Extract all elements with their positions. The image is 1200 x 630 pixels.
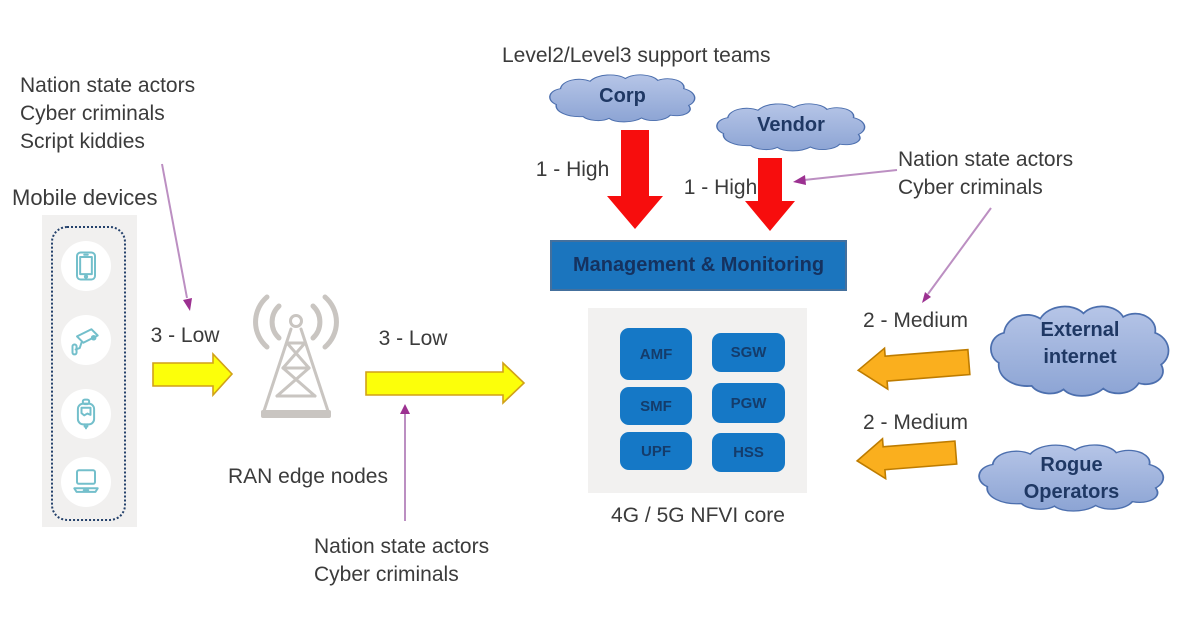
risk-label-corp: 1 - High <box>535 158 610 181</box>
right-threat-pointer-arrow-vendor <box>793 169 898 185</box>
rogue-operators-cloud-label: Rogue Operators <box>973 452 1170 506</box>
risk-label-vendor: 1 - High <box>683 176 758 199</box>
tablet-icon <box>76 251 96 281</box>
core-node-sgw: SGW <box>712 333 785 372</box>
core-node-label: PGW <box>730 394 767 412</box>
rogue-to-core-arrow <box>855 437 958 481</box>
bottom-threat-pointer-arrow <box>400 404 410 521</box>
core-node-label: HSS <box>733 444 764 461</box>
ran-edge-nodes-label: RAN edge nodes <box>228 465 388 488</box>
threat-actor-line: Script kiddies <box>20 130 145 153</box>
threat-actor-line: Cyber criminals <box>898 176 1043 199</box>
cloud-label-line: Operators <box>1023 481 1120 503</box>
management-monitoring-label: Management & Monitoring <box>572 254 825 276</box>
cloud-label-line: External <box>1040 319 1120 341</box>
risk-label-internet: 2 - Medium <box>863 309 969 332</box>
threat-actor-line: Nation state actors <box>314 535 490 558</box>
bottom-threat-actors: Nation state actors Cyber criminals <box>314 533 489 589</box>
cloud-label-line: internet <box>1043 346 1117 368</box>
device-circle <box>61 389 111 439</box>
core-node-label: SMF <box>640 397 672 415</box>
risk-label-ran-in: 3 - Low <box>150 324 220 347</box>
external-internet-cloud-label: External internet <box>985 317 1175 371</box>
risk-label-rogue: 2 - Medium <box>863 411 969 434</box>
support-teams-title: Level2/Level3 support teams <box>502 44 771 67</box>
core-node-amf: AMF <box>620 328 692 380</box>
internet-to-core-arrow <box>856 346 971 391</box>
laptop-icon <box>73 469 99 493</box>
threat-actor-line: Nation state actors <box>20 74 196 97</box>
mobile-devices-dotted-border <box>51 226 126 521</box>
core-node-label: SGW <box>730 344 767 361</box>
right-threat-pointer-arrow-medium <box>922 207 992 303</box>
device-circle <box>61 315 111 365</box>
core-node-label: UPF <box>641 442 671 460</box>
core-node-pgw: PGW <box>712 383 785 423</box>
iv-bag-icon <box>76 398 96 430</box>
management-monitoring-box: Management & Monitoring <box>550 240 847 291</box>
core-node-label: AMF <box>639 345 673 363</box>
mobile-devices-label: Mobile devices <box>12 185 158 210</box>
vendor-risk-arrow <box>745 158 795 231</box>
left-threat-actors: Nation state actors Cyber criminals Scri… <box>20 72 195 156</box>
vendor-cloud-label: Vendor <box>757 114 825 136</box>
threat-actor-line: Nation state actors <box>898 148 1074 171</box>
left-threat-pointer-arrow <box>161 163 192 311</box>
right-threat-actors: Nation state actors Cyber criminals <box>898 146 1073 202</box>
core-node-smf: SMF <box>620 387 692 425</box>
corp-cloud-label: Corp <box>599 85 646 107</box>
risk-label-ran-out: 3 - Low <box>378 327 448 350</box>
radio-tower-icon <box>253 294 339 418</box>
cloud-label-line: Rogue <box>1040 454 1103 476</box>
corp-risk-arrow <box>607 130 663 229</box>
device-circle <box>61 241 111 291</box>
core-node-hss: HSS <box>712 433 785 472</box>
cctv-camera-icon <box>71 328 99 356</box>
threat-actor-line: Cyber criminals <box>314 563 459 586</box>
device-circle <box>61 457 111 507</box>
devices-to-ran-arrow <box>152 351 234 398</box>
nfvi-core-label: 4G / 5G NFVI core <box>611 504 785 527</box>
core-node-upf: UPF <box>620 432 692 470</box>
threat-actor-line: Cyber criminals <box>20 102 165 125</box>
ran-to-core-arrow <box>365 361 526 405</box>
